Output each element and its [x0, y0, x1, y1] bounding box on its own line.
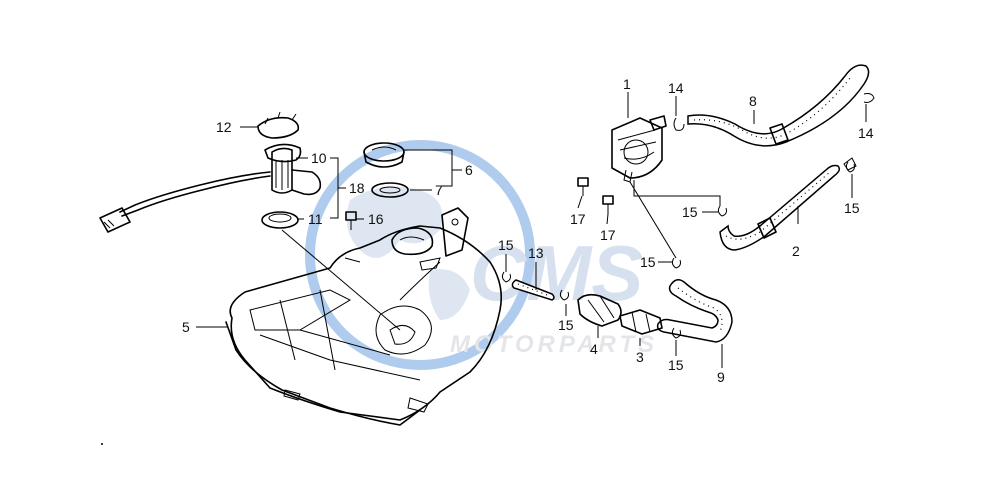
clip-15-d	[671, 257, 681, 269]
callout-16: 16	[368, 211, 384, 227]
callout-13: 13	[528, 245, 544, 261]
cap-gasket	[371, 182, 409, 198]
ring-nut-top	[257, 111, 300, 139]
callout-15-a: 15	[498, 237, 514, 253]
fuel-cap	[363, 142, 405, 168]
clip-14-left	[673, 117, 685, 131]
vent-hose-8	[687, 64, 870, 147]
callout-5: 5	[182, 319, 190, 335]
callout-9: 9	[717, 369, 725, 385]
watermark-tagline: MOTORPARTS	[450, 331, 658, 358]
tube-13	[511, 279, 555, 301]
fuel-filter	[577, 293, 622, 327]
leader-lines	[196, 92, 867, 368]
bolt-16	[345, 211, 357, 230]
callout-17-lower: 17	[600, 227, 616, 243]
callout-6: 6	[465, 162, 473, 178]
fuel-hose-9	[656, 279, 733, 343]
callout-18: 18	[349, 180, 365, 196]
callout-15-c: 15	[682, 204, 698, 220]
callout-10: 10	[311, 150, 327, 166]
callout-numbers: 1 2 3 4 5 6 7 8 9 10 11 12 13 14 14 15 1…	[182, 76, 874, 385]
clip-15-a	[501, 271, 511, 283]
fuel-pump	[611, 115, 667, 183]
callout-8: 8	[749, 93, 757, 109]
bolt-17-lower	[602, 195, 614, 214]
callout-17-upper: 17	[570, 211, 586, 227]
clip-14-right	[863, 93, 875, 103]
fuel-hose-2	[719, 157, 857, 251]
bolt-17-upper	[577, 177, 589, 196]
callout-7: 7	[435, 182, 443, 198]
callout-1: 1	[623, 76, 631, 92]
callout-15-f: 15	[844, 200, 860, 216]
clip-15-b	[559, 289, 569, 301]
watermark-globe-icon	[305, 140, 535, 370]
callout-15-e: 15	[668, 357, 684, 373]
callout-12: 12	[216, 119, 232, 135]
valve-3	[619, 309, 663, 335]
callout-14-right: 14	[858, 125, 874, 141]
watermark-continents	[346, 186, 470, 320]
callout-15-b: 15	[558, 317, 574, 333]
fuel-tank	[225, 207, 503, 426]
callout-15-d: 15	[640, 254, 656, 270]
clip-15-c	[717, 205, 727, 217]
clip-15-e	[671, 327, 681, 339]
clip-15-f	[845, 161, 855, 173]
callout-14-left: 14	[668, 80, 684, 96]
nut-11	[261, 211, 299, 229]
callout-2: 2	[792, 243, 800, 259]
callout-11: 11	[308, 211, 323, 227]
callout-3: 3	[636, 349, 644, 365]
stray-dot	[101, 443, 103, 445]
fuel-sender-unit	[99, 143, 322, 233]
callout-4: 4	[590, 341, 598, 357]
